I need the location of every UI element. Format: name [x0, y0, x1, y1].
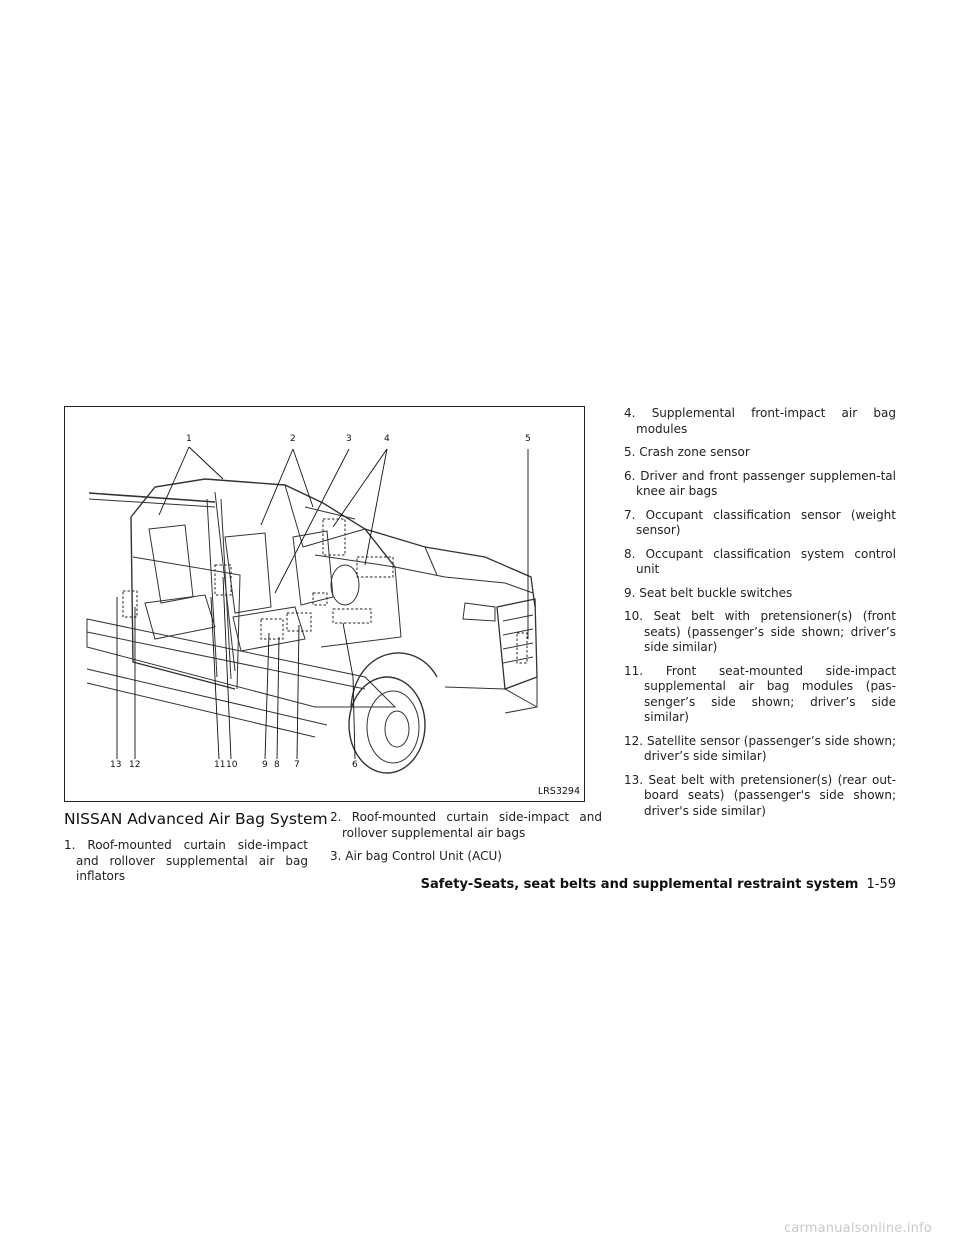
figure-code: LRS3294 — [537, 786, 580, 797]
page-number: 1-59 — [866, 877, 896, 892]
callout-11: 11 — [214, 760, 226, 770]
callout-8: 8 — [274, 760, 280, 770]
legend-item: 12. Satellite sensor (passenger’s side s… — [624, 733, 896, 764]
callout-4: 4 — [384, 434, 390, 444]
legend-item: 10. Seat belt with pretensioner(s) (fron… — [624, 609, 896, 654]
callout-13: 13 — [110, 760, 122, 770]
watermark: carmanualsonline.info — [783, 1221, 932, 1236]
legend-item: 5. Crash zone sensor — [624, 445, 750, 459]
legend-item: 9. Seat belt buckle switches — [624, 585, 793, 600]
callout-2: 2 — [290, 434, 296, 444]
legend-item: 7. Occupant classification sensor (weigh… — [624, 507, 896, 538]
legend-item: 2. Roof-mounted curtain side-impact and … — [330, 810, 602, 840]
callout-10: 10 — [226, 760, 238, 770]
callout-12: 12 — [129, 760, 141, 770]
callout-1: 1 — [186, 434, 192, 444]
footer-section-title: Safety-Seats, seat belts and supplementa… — [420, 877, 859, 892]
legend-list-column-3: 4. Supplemental front-impact air bag mod… — [624, 406, 896, 827]
legend-item: 4. Supplemental front-impact air bag mod… — [624, 406, 896, 436]
truck-cutaway-drawing — [86, 446, 538, 774]
legend-item: 13. Seat belt with pretensioner(s) (rear… — [624, 772, 896, 818]
callout-7: 7 — [294, 760, 300, 770]
legend-item: 3. Air bag Control Unit (ACU) — [330, 849, 502, 863]
page-footer: Safety-Seats, seat belts and supplementa… — [421, 877, 896, 892]
airbag-system-illustration: 1 2 3 4 5 13 12 11 10 9 8 7 6 LRS3294 — [64, 406, 585, 802]
callout-6: 6 — [352, 760, 358, 770]
callout-3: 3 — [346, 434, 352, 444]
legend-list-column-1: 1. Roof-mounted curtain side-impact and … — [64, 838, 308, 893]
section-heading: NISSAN Advanced Air Bag System — [64, 810, 328, 828]
callout-9: 9 — [262, 760, 268, 770]
legend-item: 1. Roof-mounted curtain side-impact and … — [64, 838, 308, 883]
callout-5: 5 — [525, 434, 531, 444]
legend-item: 11. Front seat-mounted side-impact suppl… — [624, 663, 896, 725]
legend-list-column-2: 2. Roof-mounted curtain side-impact and … — [330, 810, 602, 873]
legend-item: 8. Occupant classification system contro… — [624, 546, 896, 577]
legend-item: 6. Driver and front passenger supplemen-… — [624, 468, 896, 499]
